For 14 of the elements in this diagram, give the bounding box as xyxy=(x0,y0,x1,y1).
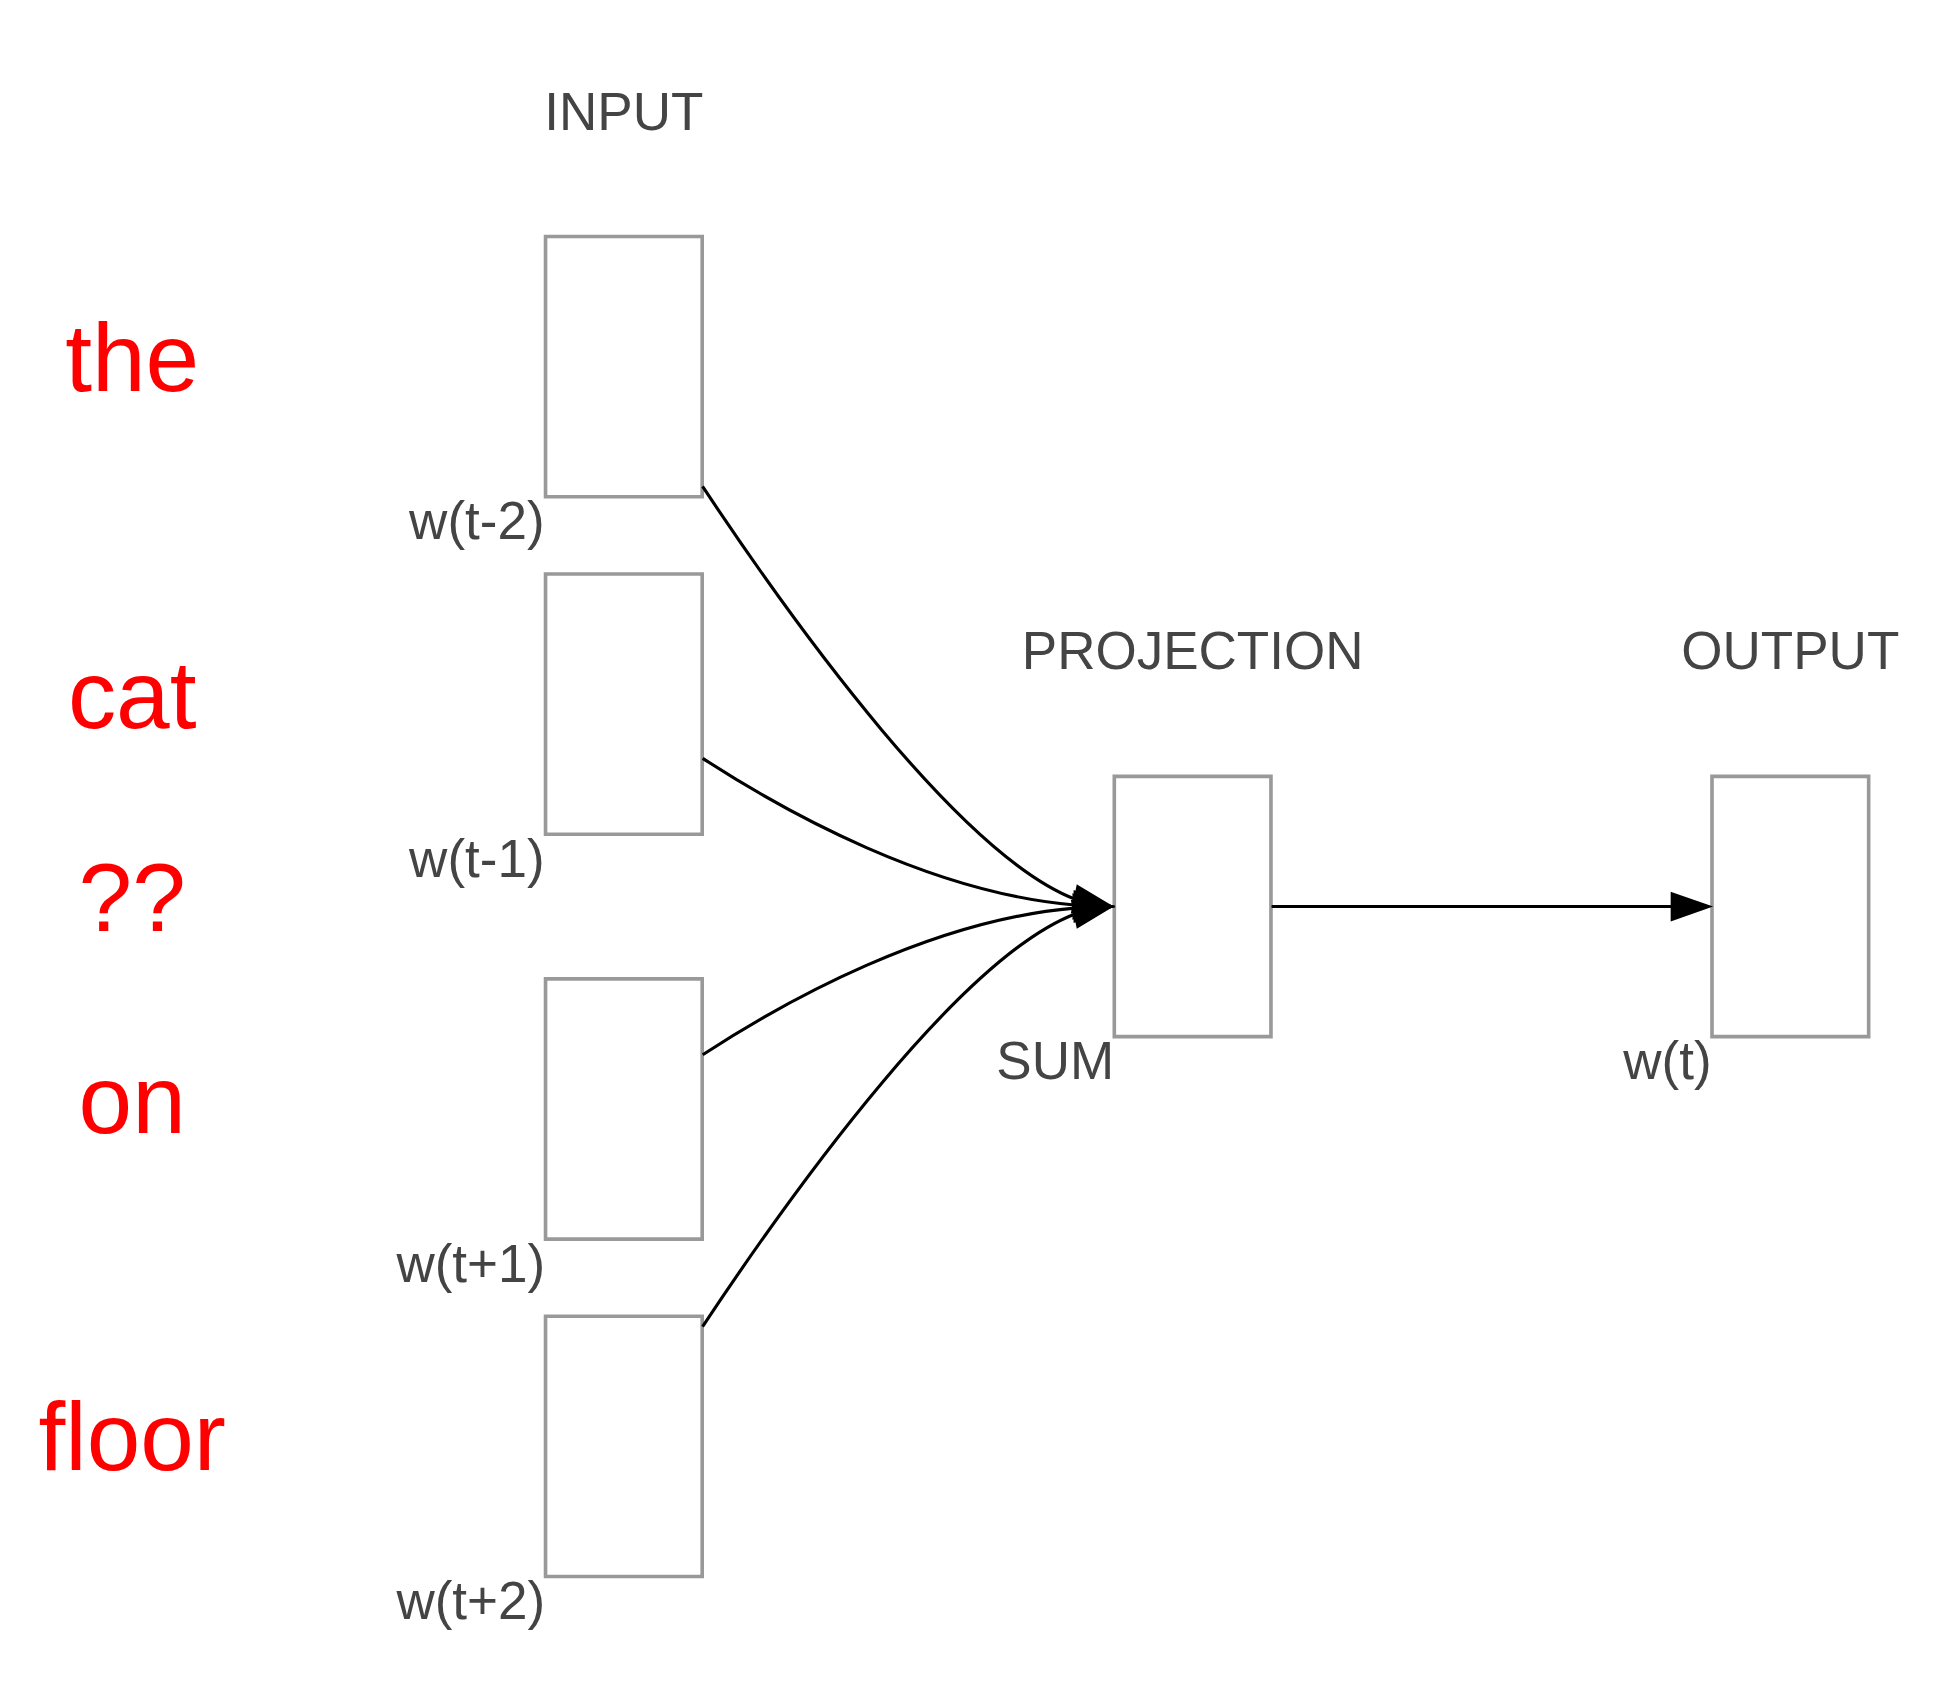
node-label: w(t+1) xyxy=(396,1233,546,1293)
label: PROJECTION xyxy=(1021,621,1364,681)
node-label: SUM xyxy=(996,1031,1115,1091)
label: on xyxy=(78,1046,186,1154)
label: the xyxy=(65,303,200,411)
node-label: w(t-2) xyxy=(409,491,545,551)
label: cat xyxy=(67,641,197,749)
node-label: w(t+2) xyxy=(396,1570,546,1630)
label: INPUT xyxy=(544,81,704,141)
node-label: w(t) xyxy=(1623,1031,1712,1091)
node-label: w(t-1) xyxy=(409,828,545,888)
label: floor xyxy=(38,1383,226,1491)
label: OUTPUT xyxy=(1681,621,1900,681)
label: ?? xyxy=(78,843,186,951)
